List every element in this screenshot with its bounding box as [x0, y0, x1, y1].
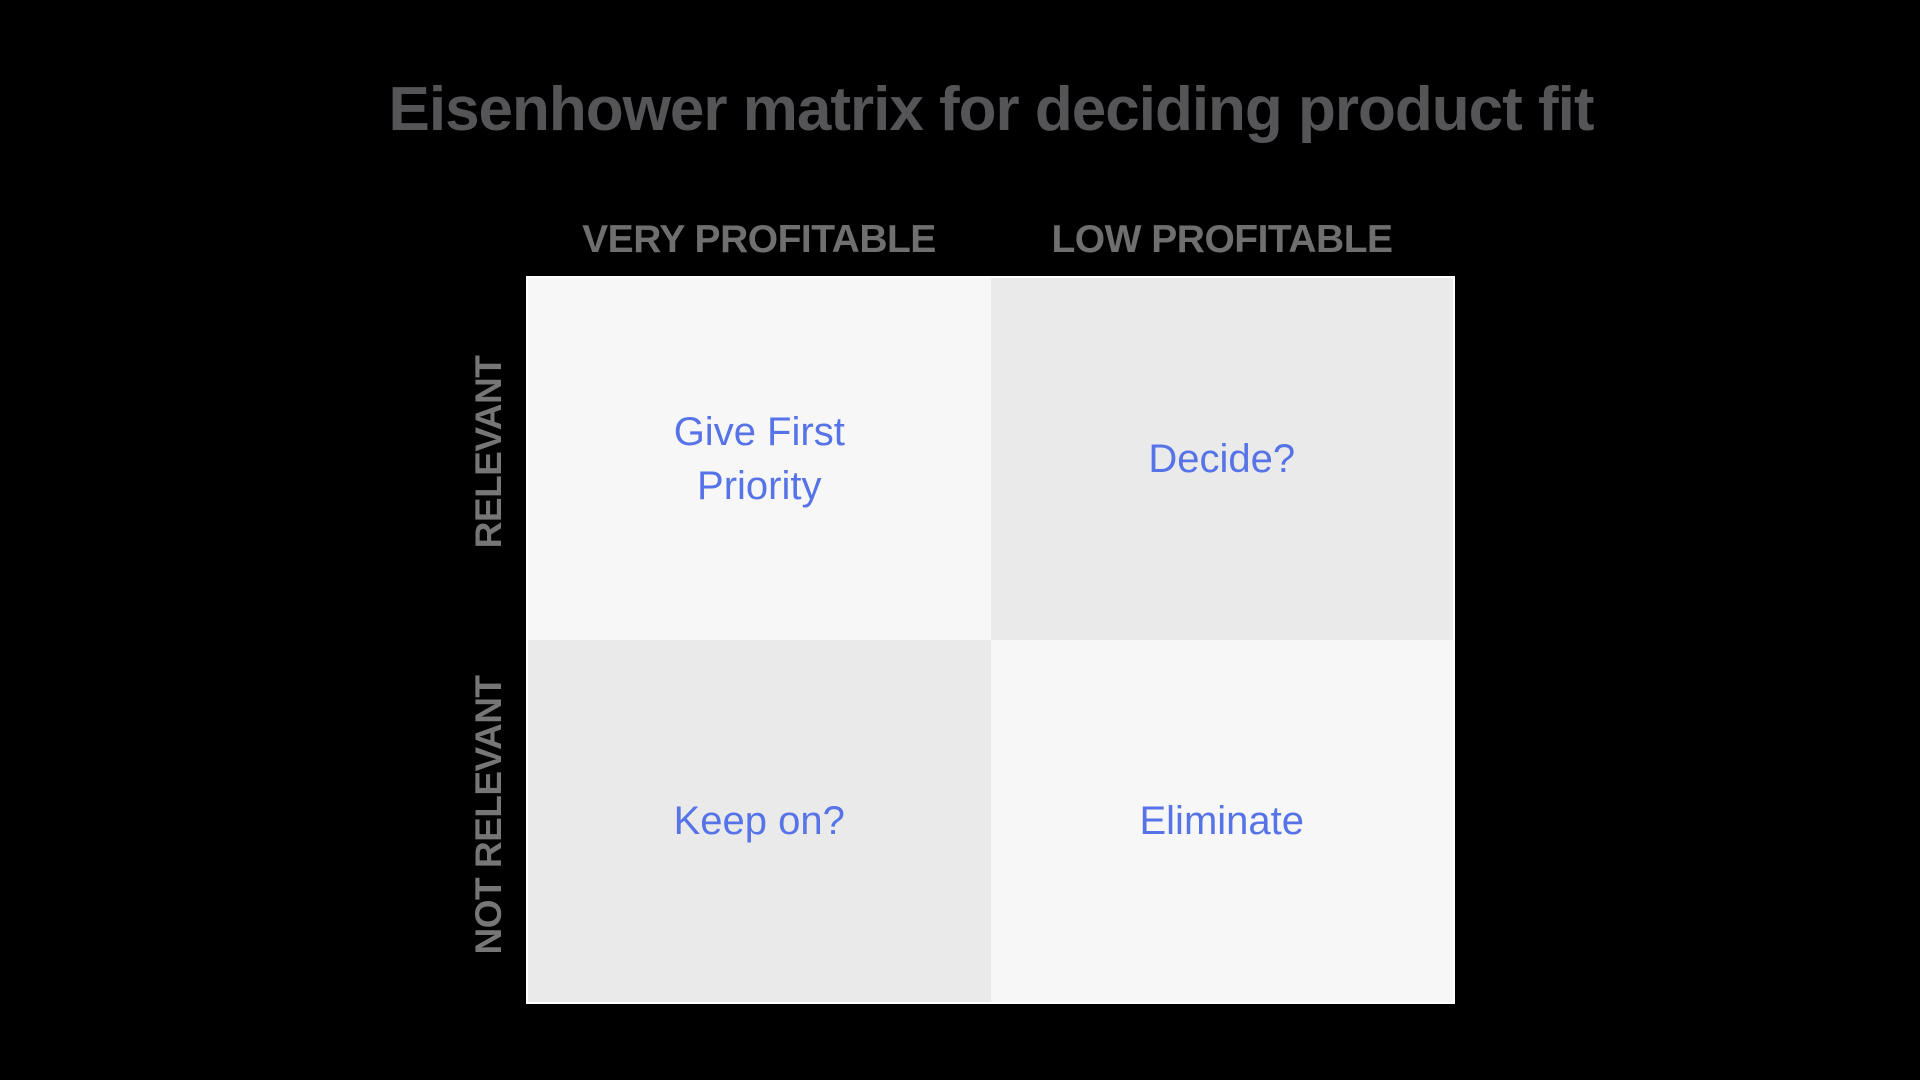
quadrant-top-right: Decide? [990, 278, 1453, 640]
quadrant-bottom-left: Keep on? [528, 640, 991, 1002]
eisenhower-matrix-grid: Give First Priority Decide? Keep on? Eli… [526, 276, 1455, 1004]
column-header-low-profitable: LOW PROFITABLE [1051, 218, 1393, 261]
row-label-not-relevant: NOT RELEVANT [468, 675, 509, 955]
row-label-relevant: RELEVANT [468, 355, 509, 549]
quadrant-label-keep-on: Keep on? [673, 799, 845, 843]
diagram-title: Eisenhower matrix for deciding product f… [388, 75, 1594, 144]
quadrant-label-decide: Decide? [1148, 437, 1296, 481]
quadrant-top-left: Give First Priority [528, 278, 991, 640]
quadrant-bottom-right: Eliminate [990, 640, 1453, 1002]
column-header-very-profitable: VERY PROFITABLE [582, 218, 936, 261]
quadrant-label-eliminate: Eliminate [1139, 799, 1304, 843]
quadrant-label-give-first-priority: Give First Priority [673, 410, 845, 508]
